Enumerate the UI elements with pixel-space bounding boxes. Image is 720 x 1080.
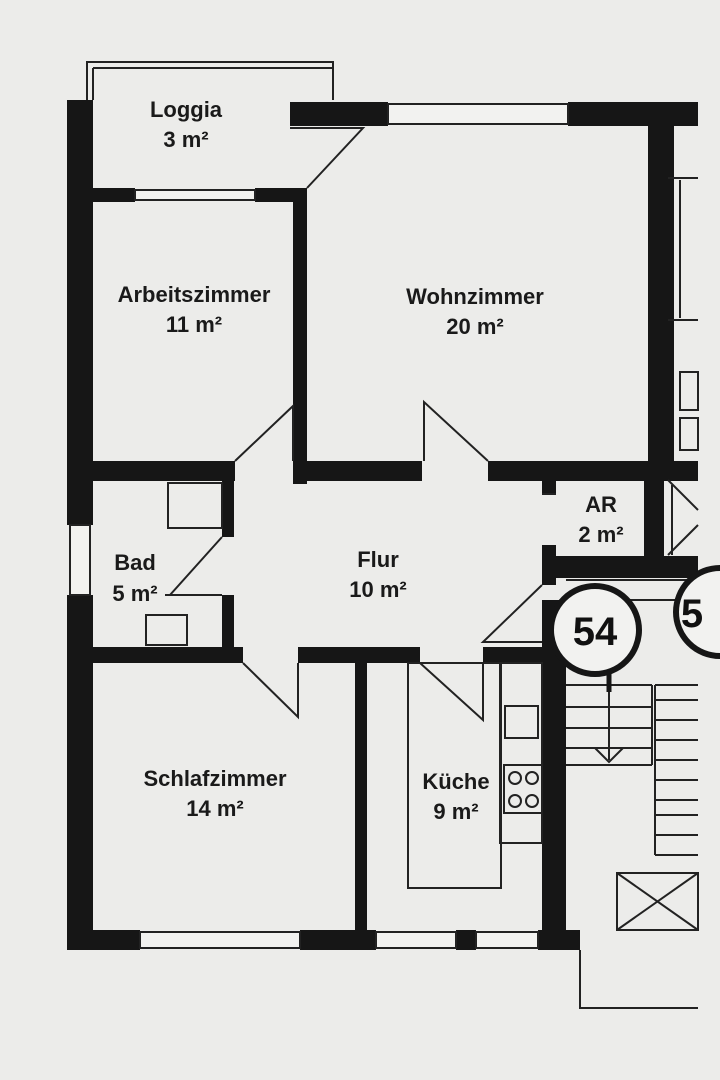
neighbor-badge: 5 bbox=[673, 565, 720, 659]
room-area: 20 m² bbox=[446, 314, 503, 339]
room-area: 10 m² bbox=[349, 577, 406, 602]
walls bbox=[67, 100, 698, 950]
bathroom-fixtures bbox=[145, 482, 223, 646]
room-area: 3 m² bbox=[163, 127, 208, 152]
room-kueche: Küche 9 m² bbox=[422, 769, 489, 824]
neighbor-unit-number: 5 bbox=[681, 592, 703, 636]
room-area: 9 m² bbox=[433, 799, 478, 824]
room-loggia: Loggia 3 m² bbox=[150, 97, 223, 152]
room-ar: AR 2 m² bbox=[578, 492, 623, 547]
floor-area bbox=[70, 100, 698, 950]
room-name: Arbeitszimmer bbox=[118, 282, 271, 307]
room-arbeitszimmer: Arbeitszimmer 11 m² bbox=[118, 282, 271, 337]
staircase bbox=[566, 177, 699, 1009]
room-area: 2 m² bbox=[578, 522, 623, 547]
loggia-railing bbox=[86, 61, 334, 100]
room-wohnzimmer: Wohnzimmer 20 m² bbox=[406, 284, 544, 339]
room-flur: Flur 10 m² bbox=[349, 547, 406, 602]
windows bbox=[69, 103, 569, 949]
room-name: Wohnzimmer bbox=[406, 284, 544, 309]
room-area: 14 m² bbox=[186, 796, 243, 821]
room-schlafzimmer: Schlafzimmer 14 m² bbox=[143, 766, 286, 821]
kitchen-fixtures bbox=[407, 662, 543, 889]
unit-number: 54 bbox=[573, 610, 618, 654]
room-name: AR bbox=[585, 492, 617, 517]
room-area: 11 m² bbox=[166, 312, 222, 337]
room-name: Loggia bbox=[150, 97, 223, 122]
room-area: 5 m² bbox=[112, 581, 157, 606]
room-name: Flur bbox=[357, 547, 399, 572]
room-name: Küche bbox=[422, 769, 489, 794]
room-bad: Bad 5 m² bbox=[112, 550, 157, 606]
unit-badge: 54 bbox=[548, 583, 642, 692]
room-name: Bad bbox=[114, 550, 156, 575]
room-name: Schlafzimmer bbox=[143, 766, 286, 791]
